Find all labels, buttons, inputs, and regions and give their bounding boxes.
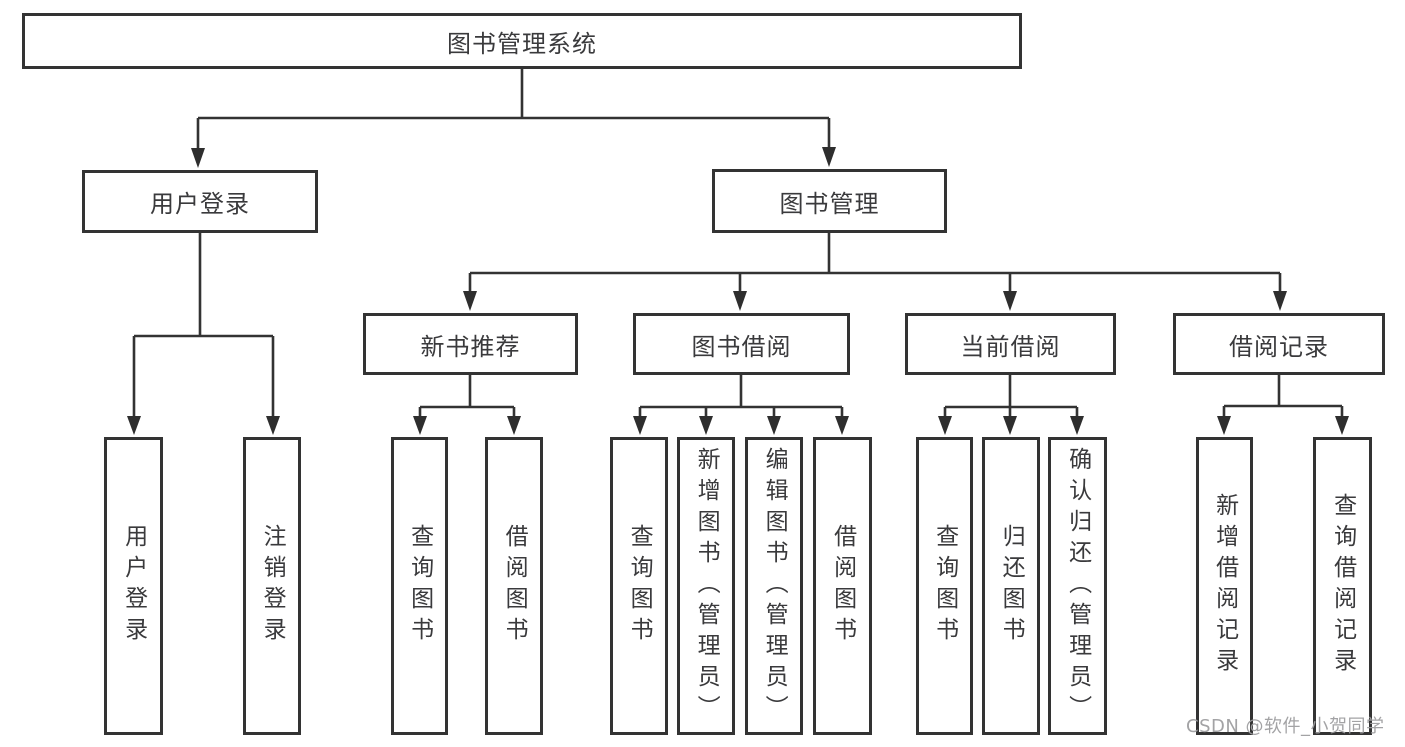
leaf-borrow-books-recommend: 借阅图书 bbox=[485, 437, 543, 735]
leaf-logout-login-label: 注销登录 bbox=[259, 524, 286, 648]
node-book-management: 图书管理 bbox=[712, 169, 947, 233]
leaf-add-book-admin: 新增图书（管理员） bbox=[677, 437, 735, 735]
leaf-borrow-books-borrowing-label: 借阅图书 bbox=[829, 524, 856, 648]
node-library-management-system-label: 图书管理系统 bbox=[447, 29, 597, 58]
node-library-management-system: 图书管理系统 bbox=[22, 13, 1022, 69]
leaf-logout-login: 注销登录 bbox=[243, 437, 301, 735]
node-book-management-label: 图书管理 bbox=[779, 189, 880, 218]
leaf-query-books-current-label: 查询图书 bbox=[931, 524, 958, 648]
leaf-user-login: 用户登录 bbox=[104, 437, 163, 735]
node-borrowing-records: 借阅记录 bbox=[1173, 313, 1385, 375]
leaf-add-borrow-record-label: 新增借阅记录 bbox=[1211, 493, 1238, 679]
node-book-borrowing: 图书借阅 bbox=[633, 313, 850, 375]
leaf-edit-book-admin: 编辑图书（管理员） bbox=[745, 437, 803, 735]
leaf-return-books-label: 归还图书 bbox=[998, 524, 1025, 648]
node-user-login: 用户登录 bbox=[82, 170, 318, 233]
leaf-borrow-books-recommend-label: 借阅图书 bbox=[501, 524, 528, 648]
leaf-user-login-label: 用户登录 bbox=[120, 524, 147, 648]
node-new-book-recommend: 新书推荐 bbox=[363, 313, 578, 375]
leaf-query-borrow-record: 查询借阅记录 bbox=[1313, 437, 1372, 735]
leaf-query-books-recommend-label: 查询图书 bbox=[406, 524, 433, 648]
node-new-book-recommend-label: 新书推荐 bbox=[420, 332, 521, 361]
leaf-query-books-borrowing-label: 查询图书 bbox=[626, 524, 653, 648]
leaf-edit-book-admin-label: 编辑图书（管理员） bbox=[761, 446, 788, 726]
node-current-borrowing-label: 当前借阅 bbox=[960, 332, 1061, 361]
leaf-return-books: 归还图书 bbox=[982, 437, 1040, 735]
csdn-watermark: CSDN @软件_小贺同学 bbox=[1186, 716, 1385, 737]
node-book-borrowing-label: 图书借阅 bbox=[691, 332, 792, 361]
leaf-add-borrow-record: 新增借阅记录 bbox=[1196, 437, 1253, 735]
leaf-query-books-recommend: 查询图书 bbox=[391, 437, 448, 735]
leaf-confirm-return-admin: 确认归还（管理员） bbox=[1048, 437, 1107, 735]
node-borrowing-records-label: 借阅记录 bbox=[1229, 332, 1329, 361]
leaf-add-book-admin-label: 新增图书（管理员） bbox=[693, 446, 720, 726]
leaf-query-books-borrowing: 查询图书 bbox=[610, 437, 668, 735]
node-user-login-label: 用户登录 bbox=[150, 190, 250, 218]
node-current-borrowing: 当前借阅 bbox=[905, 313, 1116, 375]
leaf-borrow-books-borrowing: 借阅图书 bbox=[813, 437, 872, 735]
leaf-confirm-return-admin-label: 确认归还（管理员） bbox=[1064, 446, 1091, 726]
leaf-query-books-current: 查询图书 bbox=[916, 437, 973, 735]
leaf-query-borrow-record-label: 查询借阅记录 bbox=[1329, 493, 1356, 679]
